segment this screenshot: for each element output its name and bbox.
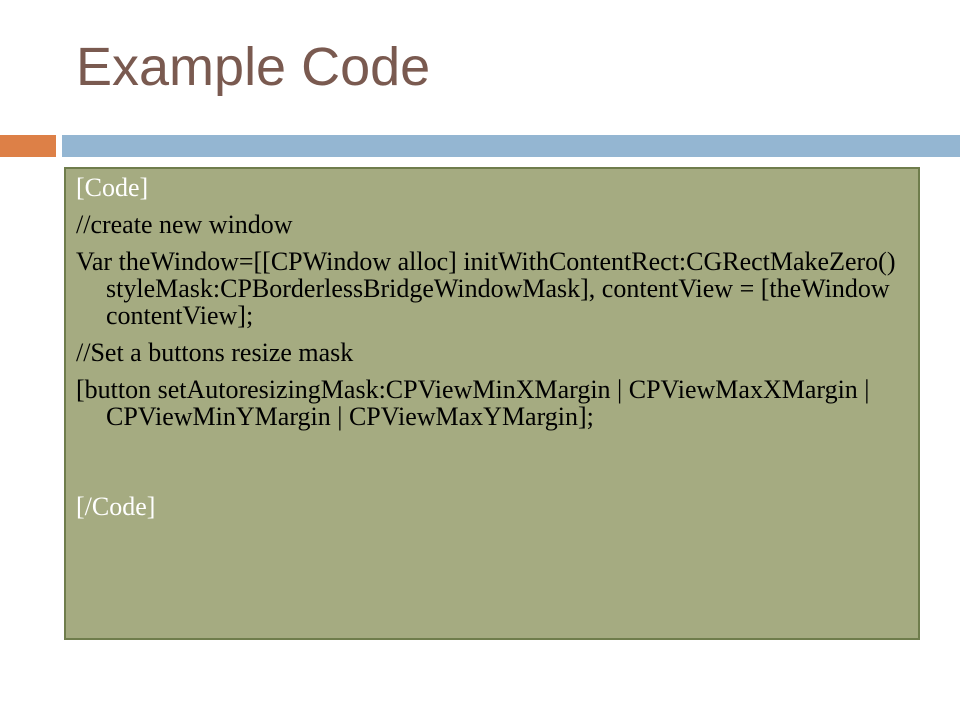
code-comment-resize-mask: //Set a buttons resize mask bbox=[76, 338, 354, 367]
slide-title: Example Code bbox=[76, 37, 431, 97]
code-open-tag: [Code] bbox=[76, 173, 149, 202]
code-block: [Code] //create new window Var theWindow… bbox=[64, 167, 920, 640]
title-accent-bar-orange bbox=[0, 135, 56, 157]
code-statement-window-init: Var theWindow=[[CPWindow alloc] initWith… bbox=[76, 247, 896, 330]
code-blank-line bbox=[76, 440, 908, 467]
title-accent-bar-blue bbox=[62, 135, 960, 157]
code-comment-create-window: //create new window bbox=[76, 210, 293, 239]
code-close-tag: [/Code] bbox=[76, 492, 156, 521]
code-statement-resize-mask: [button setAutoresizingMask:CPViewMinXMa… bbox=[76, 375, 870, 431]
